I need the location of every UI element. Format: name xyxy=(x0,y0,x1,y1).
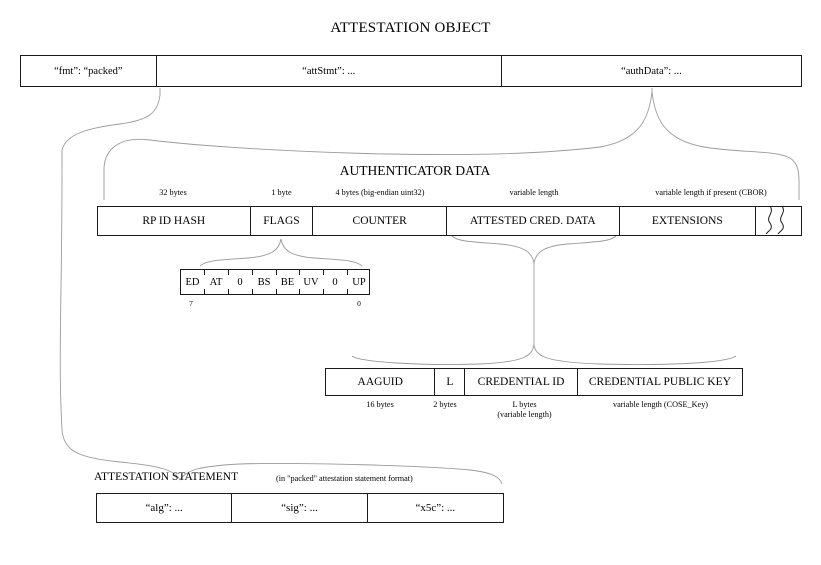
flag-bit-ed[interactable]: ED xyxy=(185,276,200,288)
authenticator-data-row: RP ID HASH FLAGS COUNTER ATTESTED CRED. … xyxy=(97,206,802,236)
attstmt-cell-sig[interactable]: “sig”: ... xyxy=(232,494,368,522)
size-label-aaguid: 16 bytes xyxy=(366,400,394,409)
connector-authdata-right xyxy=(651,91,800,200)
attestation-statement-title: ATTESTATION STATEMENT xyxy=(94,471,239,483)
authdata-cell-truncation xyxy=(756,206,801,235)
size-label-l: 2 bytes xyxy=(433,400,457,409)
connector-flags-right xyxy=(280,238,363,267)
flags-index-low: 0 xyxy=(357,299,361,308)
flags-bit-row: ED AT 0 BS BE UV 0 UP xyxy=(180,269,370,295)
attestation-statement-row: “alg”: ... “sig”: ... “x5c”: ... xyxy=(96,493,504,523)
acd-cell-credential-public-key[interactable]: CREDENTIAL PUBLIC KEY xyxy=(588,376,731,388)
acd-cell-credential-id[interactable]: CREDENTIAL ID xyxy=(465,369,578,395)
connector-acd-top-left xyxy=(451,235,535,264)
connector-acd-bot-left xyxy=(351,344,535,365)
size-label-attested-cred-data: variable length xyxy=(509,188,559,197)
authdata-cell-flags[interactable]: FLAGS xyxy=(251,207,314,235)
flag-bit-be[interactable]: BE xyxy=(280,276,295,288)
flag-bit-at[interactable]: AT xyxy=(209,276,223,288)
size-label-credential-public-key: variable length (COSE_Key) xyxy=(612,400,709,409)
attstmt-cell-x5c[interactable]: “x5c”: ... xyxy=(415,502,456,514)
attestation-object-row: “fmt”: “packed” “attStmt”: ... “authData… xyxy=(20,55,802,87)
connector-acd-top-right xyxy=(533,235,617,264)
size-label-counter: 4 bytes (big-endian uint32) xyxy=(335,188,425,197)
authdata-cell-rpidhash[interactable]: RP ID HASH xyxy=(98,207,251,235)
connector-attstmt-upper xyxy=(61,88,161,172)
acd-cell-l[interactable]: L xyxy=(435,369,466,395)
size-label-extensions: variable length if present (CBOR) xyxy=(655,188,767,197)
size-label-flags: 1 byte xyxy=(271,188,292,197)
flag-bit-rfu2[interactable]: 0 xyxy=(237,276,243,288)
attobj-cell-authdata[interactable]: “authData”: ... xyxy=(621,65,682,77)
connector-authdata-left xyxy=(103,88,653,200)
attested-credential-data-row: AAGUID L CREDENTIAL ID CREDENTIAL PUBLIC… xyxy=(325,368,743,396)
authdata-cell-extensions[interactable]: EXTENSIONS xyxy=(620,207,757,235)
authdata-cell-counter[interactable]: COUNTER xyxy=(313,207,448,235)
flag-bit-rfu1[interactable]: 0 xyxy=(332,276,338,288)
flag-bit-uv[interactable]: UV xyxy=(303,276,319,288)
attstmt-cell-alg[interactable]: “alg”: ... xyxy=(97,494,233,522)
flag-bit-up[interactable]: UP xyxy=(352,276,366,288)
acd-cell-aaguid[interactable]: AAGUID xyxy=(326,369,436,395)
size-label-rpidhash: 32 bytes xyxy=(159,188,187,197)
page-title: ATTESTATION OBJECT xyxy=(330,20,491,36)
authenticator-data-title: AUTHENTICATOR DATA xyxy=(339,163,491,178)
flag-bit-bs[interactable]: BS xyxy=(257,276,271,288)
attobj-cell-fmt[interactable]: “fmt”: “packed” xyxy=(21,56,157,86)
attobj-cell-attstmt[interactable]: “attStmt”: ... xyxy=(157,56,502,86)
flags-index-high: 7 xyxy=(189,299,193,308)
break-symbol-icon xyxy=(765,206,785,234)
connector-acd-bot-right xyxy=(533,344,737,365)
authdata-cell-attested-cred-data[interactable]: ATTESTED CRED. DATA xyxy=(447,207,620,235)
size-label-credential-id: L bytes (variable length) xyxy=(497,400,552,419)
connector-flags-left xyxy=(199,238,282,267)
attestation-statement-subtitle: (in "packed" attestation statement forma… xyxy=(276,474,413,483)
